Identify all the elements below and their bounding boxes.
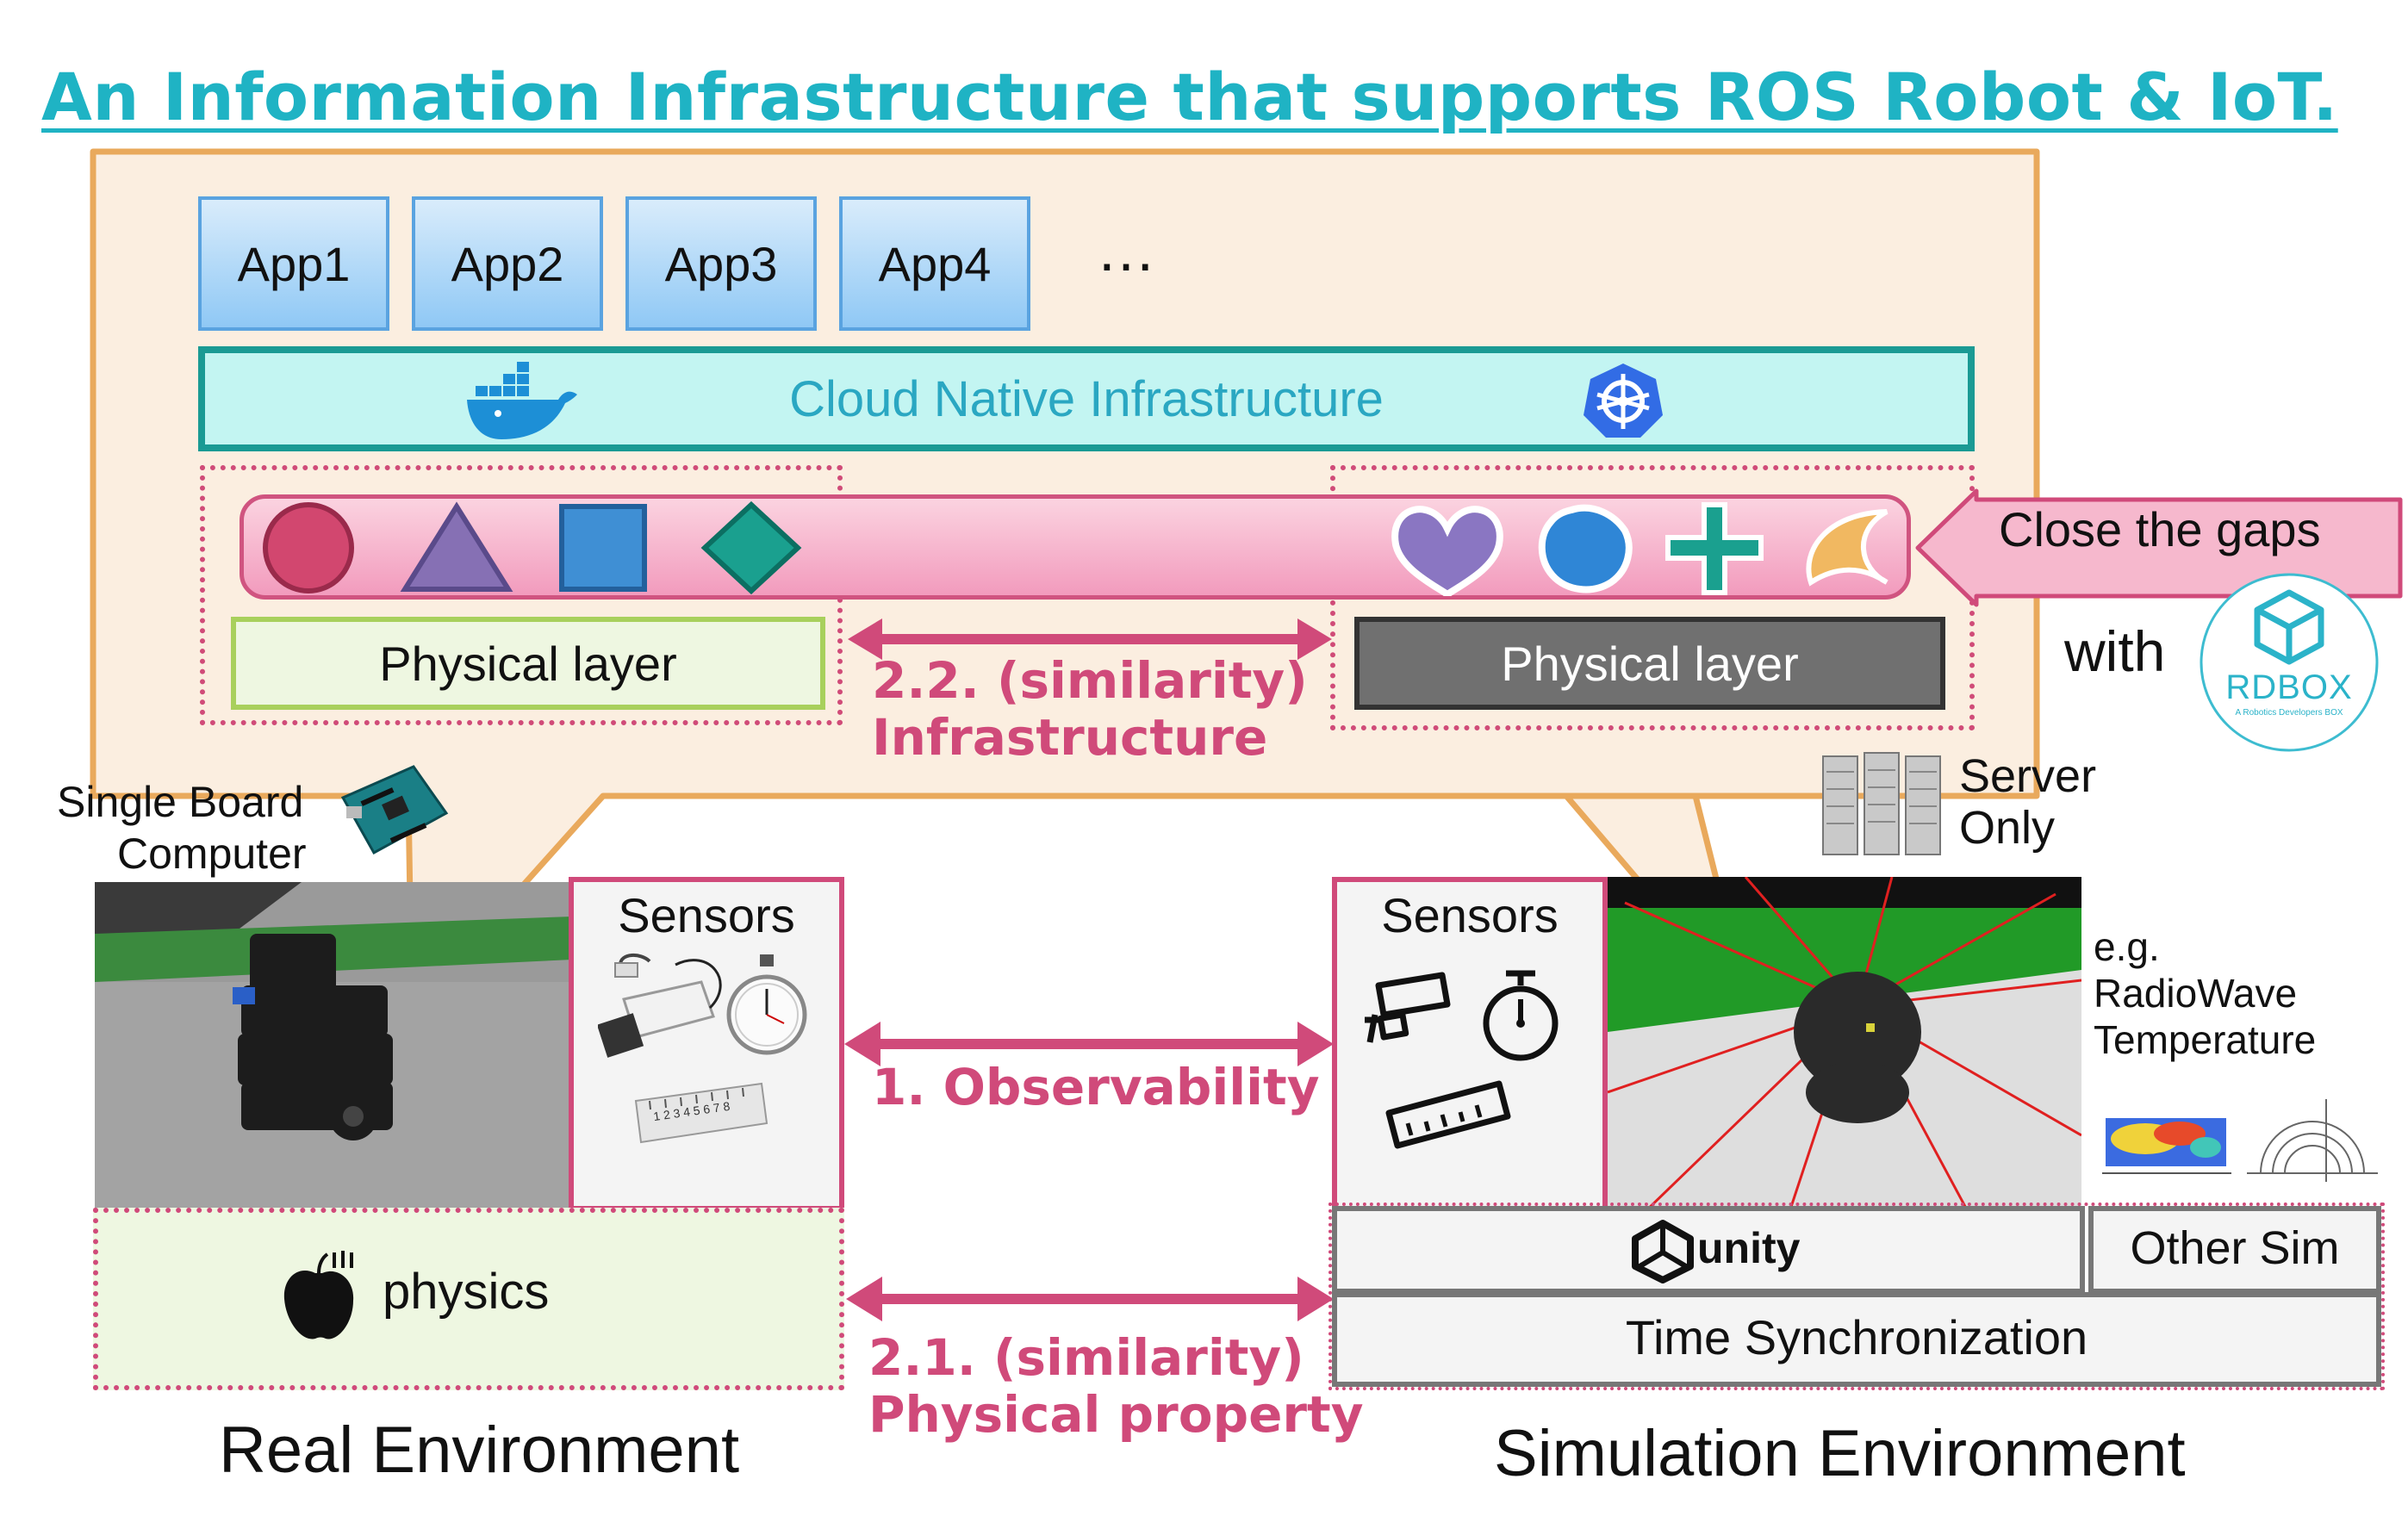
similarity-phys-line1: 2.1. (similarity) — [868, 1328, 1304, 1387]
triangle-shape-icon — [400, 501, 513, 592]
server-rack-icon — [1822, 752, 1941, 855]
time-sync-box — [1332, 1292, 2381, 1387]
stopwatch-outline-icon — [1483, 970, 1559, 1061]
rdbox-logo-icon — [2200, 573, 2379, 752]
cross-shape-icon — [1665, 502, 1764, 595]
crescent-shape-icon — [1806, 509, 1888, 587]
heart-shape-icon — [1391, 506, 1503, 596]
simulation-render — [1608, 877, 2081, 1215]
real-robot-photo — [95, 882, 572, 1211]
stopwatch-icon-real — [726, 954, 807, 1055]
docker-whale-icon — [467, 362, 577, 439]
blob-shape-icon — [1538, 504, 1633, 593]
simulation-environment-caption: Simulation Environment — [1494, 1417, 2186, 1490]
physical-layer-real: Physical layer — [231, 617, 825, 710]
similarity-phys-line2: Physical property — [868, 1385, 1364, 1444]
close-gaps-label: Close the gaps — [1999, 502, 2321, 556]
diamond-shape-icon — [700, 500, 802, 595]
single-board-line2: Computer — [117, 830, 307, 878]
app-box-1: App1 — [198, 196, 389, 331]
app-box-3: App3 — [625, 196, 817, 331]
physics-box — [93, 1208, 844, 1390]
sensors-label-real: Sensors — [618, 888, 795, 942]
shapes-row — [263, 500, 1888, 596]
waveform-thumbnail — [2243, 1096, 2381, 1189]
other-sim-box — [2088, 1206, 2381, 1294]
eg-line2: RadioWave — [2094, 971, 2298, 1016]
page-title: An Information Infrastructure that suppo… — [41, 59, 2338, 135]
sensors-box-sim — [1332, 877, 1608, 1215]
server-only-line2: Only — [1959, 802, 2056, 854]
circle-shape-icon — [263, 502, 354, 593]
security-camera-icon — [598, 954, 722, 1058]
kubernetes-icon — [1584, 364, 1663, 438]
rdbox-tagline: A Robotics Developers BOX — [2235, 708, 2343, 718]
physics-label: physics — [383, 1264, 550, 1320]
cloud-native-label: Cloud Native Infrastructure — [789, 371, 1384, 427]
physical-layer-sim: Physical layer — [1354, 617, 1945, 710]
app-box-4: App4 — [839, 196, 1030, 331]
unity-box — [1332, 1206, 2085, 1294]
apple-physics-icon — [283, 1251, 354, 1339]
single-board-line1: Single Board — [57, 778, 304, 826]
server-only-line1: Server — [1959, 750, 2097, 802]
arduino-board-icon — [340, 765, 449, 855]
sensors-label-sim: Sensors — [1381, 888, 1559, 942]
rdbox-name: RDBOX — [2225, 668, 2353, 706]
heatmap-thumbnail — [2094, 1096, 2238, 1189]
eg-line3: Temperature — [2094, 1017, 2317, 1062]
ruler-icon-real — [634, 1082, 768, 1144]
similarity-infra-line2: Infrastructure — [872, 708, 1268, 767]
unity-label: unity — [1697, 1224, 1801, 1272]
other-sim-label: Other Sim — [2130, 1222, 2340, 1274]
camera-outline-icon — [1365, 972, 1451, 1043]
ruler-outline-icon — [1385, 1080, 1511, 1149]
square-shape-icon — [559, 504, 647, 592]
eg-line1: e.g. — [2094, 924, 2160, 969]
unity-logo-icon — [1632, 1220, 1694, 1283]
apps-more: … — [1096, 216, 1156, 283]
similarity-infra-line1: 2.2. (similarity) — [872, 651, 1308, 710]
app-box-2: App2 — [412, 196, 603, 331]
time-sync-label: Time Synchronization — [1625, 1310, 2088, 1364]
observability-label: 1. Observability — [872, 1058, 1320, 1116]
sim-engine-region — [1328, 1203, 2385, 1390]
real-environment-caption: Real Environment — [219, 1414, 740, 1487]
with-label: with — [2064, 619, 2166, 683]
